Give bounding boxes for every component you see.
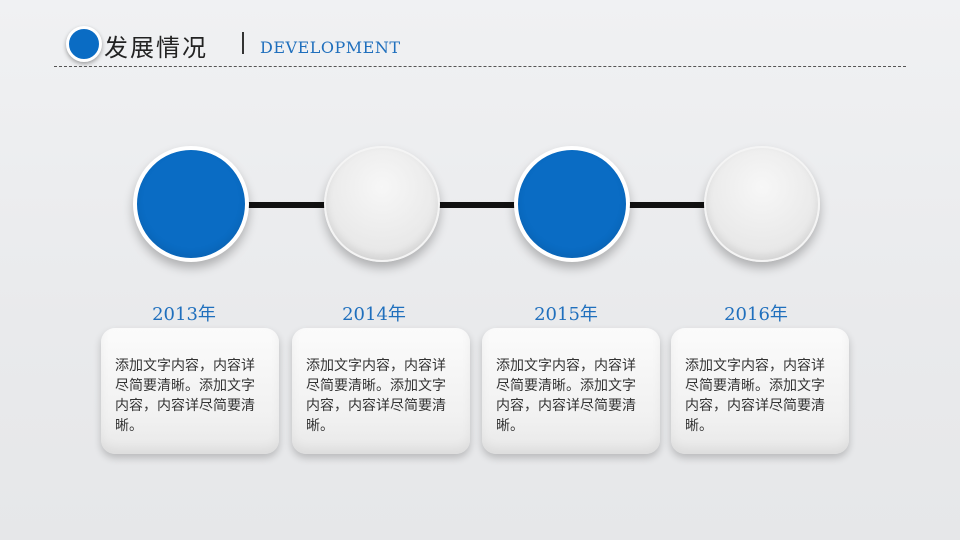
- page-subtitle: DEVELOPMENT: [260, 38, 401, 57]
- timeline-connector: [436, 202, 522, 208]
- header-dot-icon: [66, 26, 102, 62]
- timeline-connector: [248, 202, 332, 208]
- header-divider: [54, 66, 906, 67]
- milestone-circle-2016: [704, 146, 820, 262]
- milestone-circle-2013: [133, 146, 249, 262]
- page-title: 发展情况: [104, 34, 208, 62]
- timeline-connector: [626, 202, 712, 208]
- milestone-year: 2016年: [724, 304, 788, 325]
- milestone-card-text: 添加文字内容，内容详尽简要清晰。添加文字内容，内容详尽简要清晰。: [685, 358, 825, 434]
- milestone-year: 2013年: [152, 304, 216, 325]
- milestone-card-text: 添加文字内容，内容详尽简要清晰。添加文字内容，内容详尽简要清晰。: [115, 358, 255, 434]
- milestone-circle-2015: [514, 146, 630, 262]
- milestone-year: 2014年: [342, 304, 406, 325]
- milestone-card: 添加文字内容，内容详尽简要清晰。添加文字内容，内容详尽简要清晰。: [101, 328, 279, 454]
- milestone-circle-2014: [324, 146, 440, 262]
- milestone-card: 添加文字内容，内容详尽简要清晰。添加文字内容，内容详尽简要清晰。: [482, 328, 660, 454]
- milestone-card-text: 添加文字内容，内容详尽简要清晰。添加文字内容，内容详尽简要清晰。: [496, 358, 636, 434]
- milestone-card-text: 添加文字内容，内容详尽简要清晰。添加文字内容，内容详尽简要清晰。: [306, 358, 446, 434]
- milestone-card: 添加文字内容，内容详尽简要清晰。添加文字内容，内容详尽简要清晰。: [292, 328, 470, 454]
- milestone-card: 添加文字内容，内容详尽简要清晰。添加文字内容，内容详尽简要清晰。: [671, 328, 849, 454]
- milestone-year: 2015年: [534, 304, 598, 325]
- header-separator: [242, 32, 244, 54]
